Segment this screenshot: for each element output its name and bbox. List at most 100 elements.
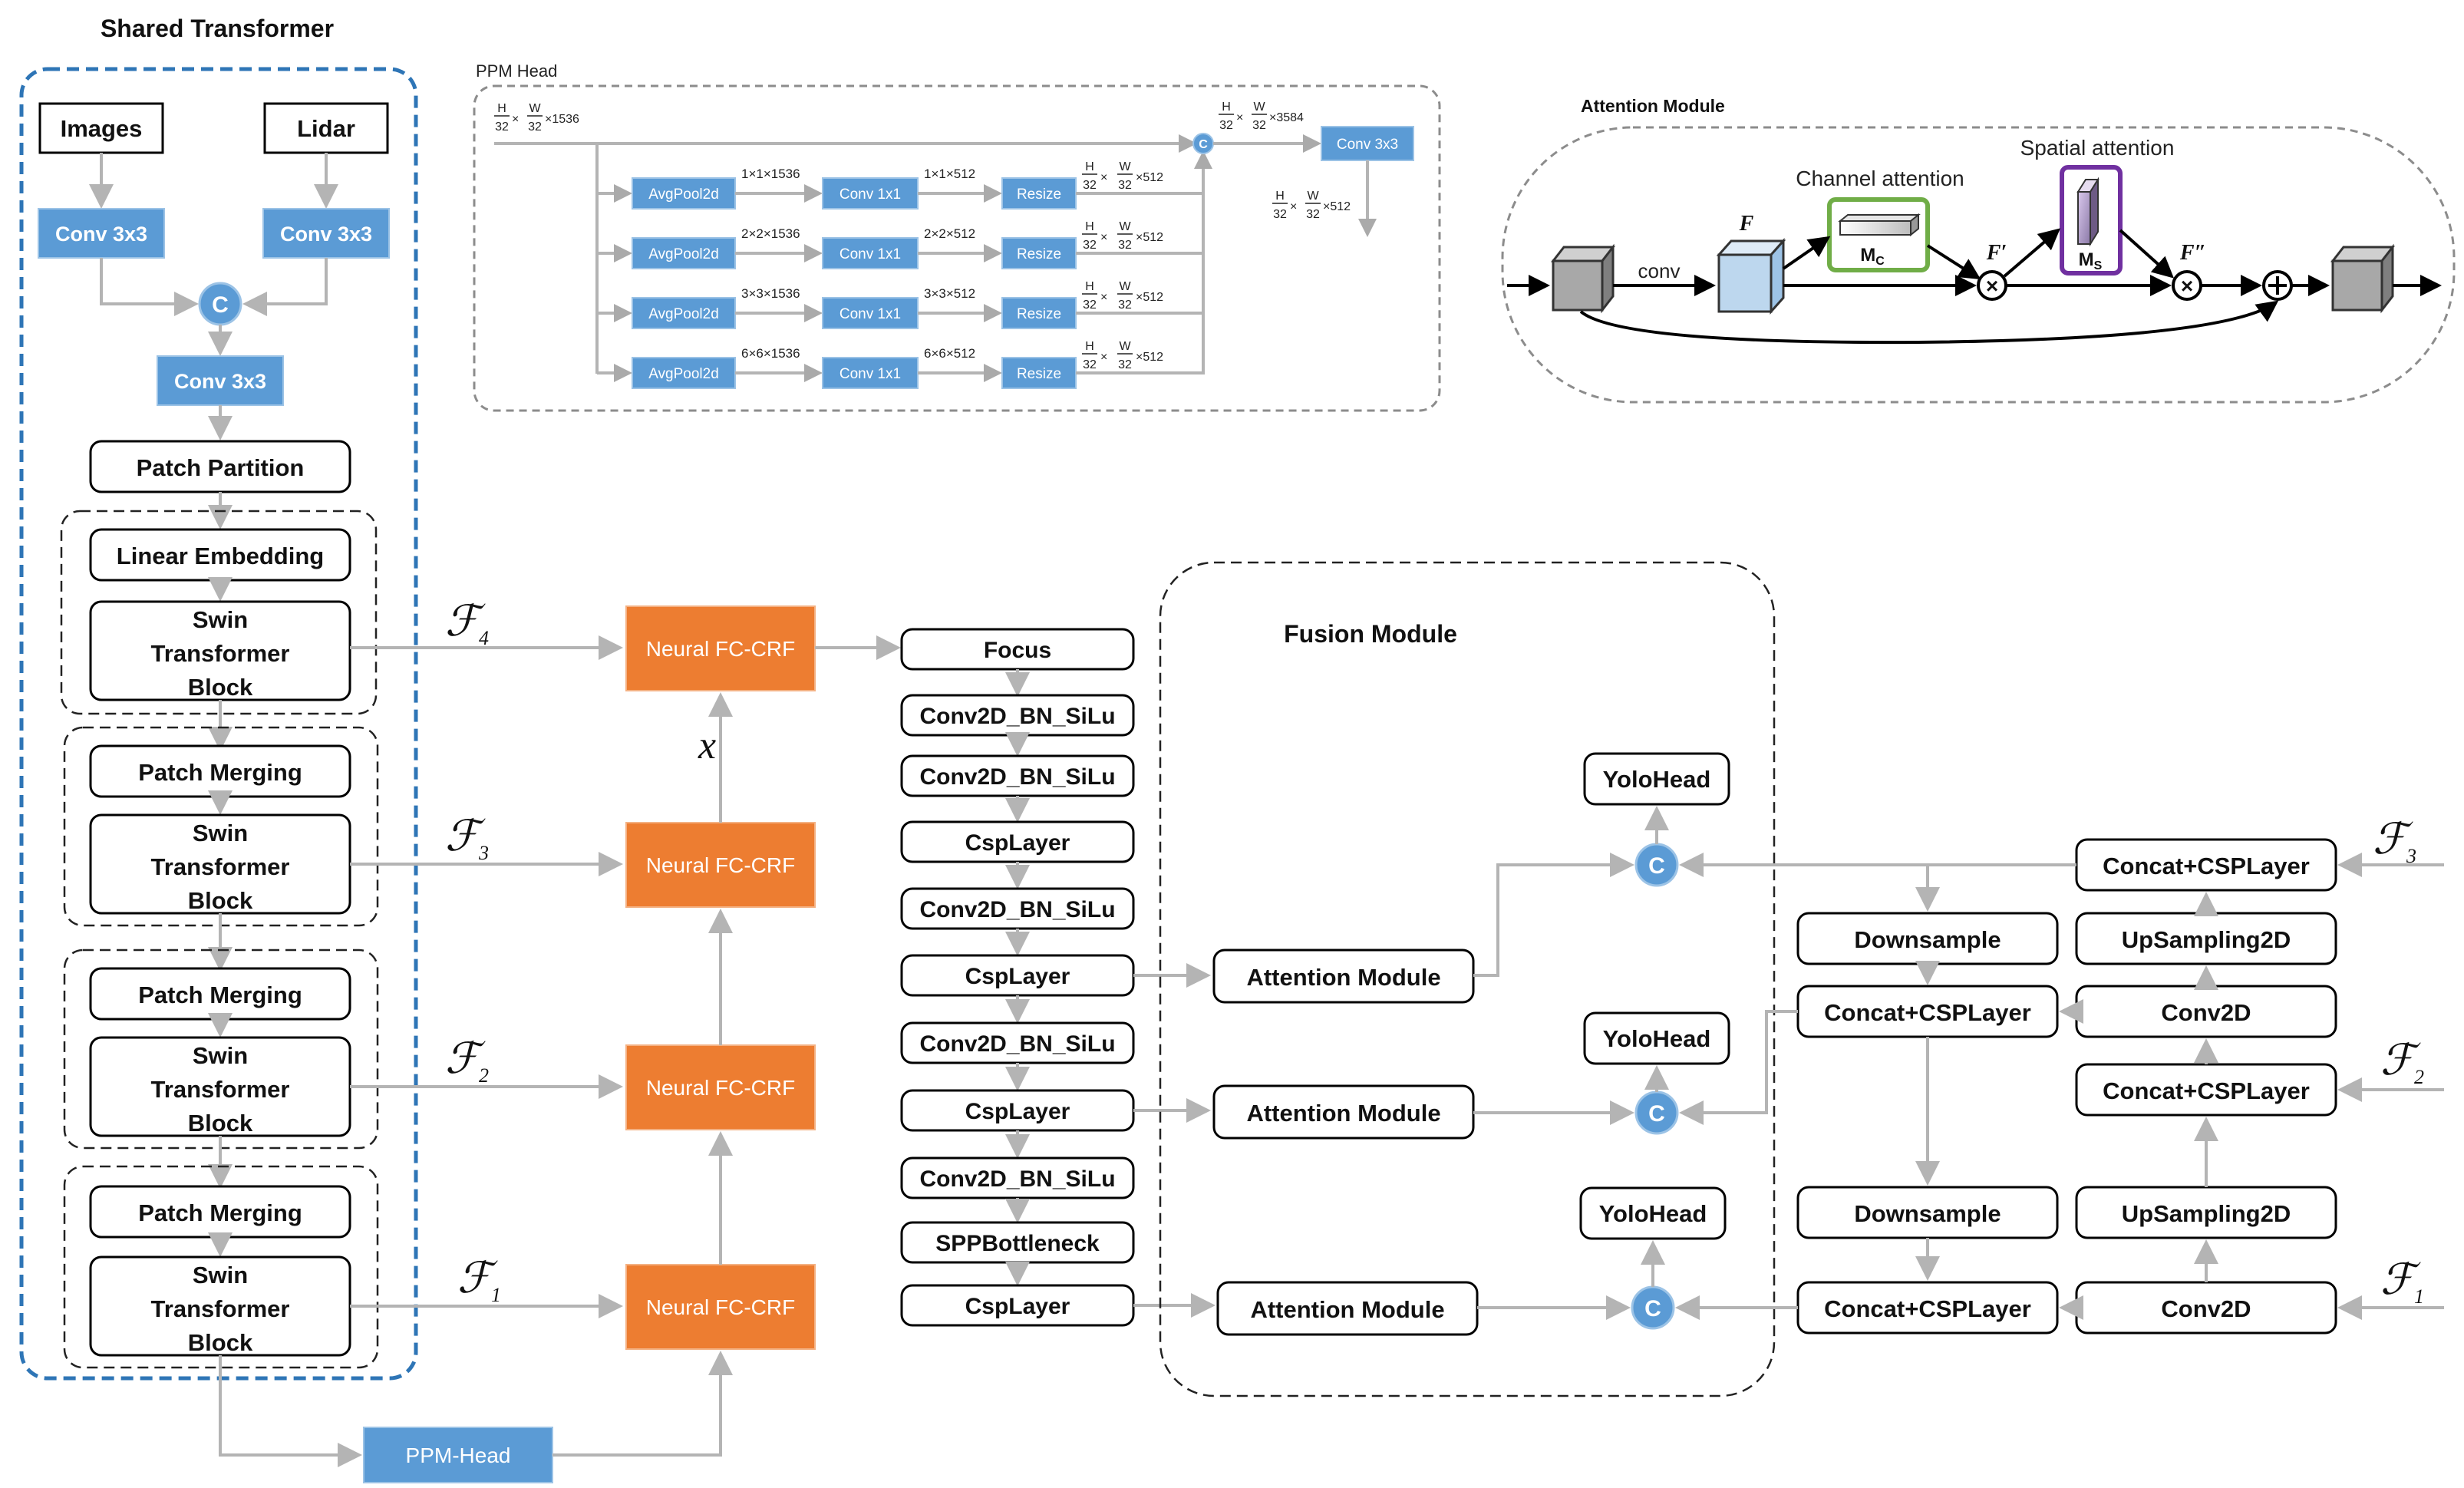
ppm-cat-times: × bbox=[1236, 111, 1243, 124]
linear-embedding-label: Linear Embedding bbox=[117, 543, 324, 569]
ppm-cat-dims: ×3584 bbox=[1269, 111, 1304, 124]
ppm-out-times: × bbox=[1290, 200, 1297, 213]
fusion-module-frame bbox=[1159, 561, 1776, 1397]
conv3x3-images-label: Conv 3x3 bbox=[55, 223, 147, 246]
ppm-resize-dim-h-3: H bbox=[1085, 280, 1094, 293]
stage-1-group bbox=[60, 510, 378, 715]
ppm-resize-4 bbox=[1001, 357, 1077, 389]
concat-csp-left-bottom-label: Concat+CSPLayer bbox=[1824, 1295, 2031, 1322]
swin-block-4-line2: Transformer bbox=[151, 1295, 290, 1322]
downsample-top-label: Downsample bbox=[1854, 926, 2001, 953]
ppm-resize-dim-w-den-1: 32 bbox=[1118, 179, 1132, 192]
ppm-head-frame bbox=[473, 84, 1441, 412]
lidar-input bbox=[263, 102, 389, 154]
ppm-conv-dim-4: 6×6×512 bbox=[924, 346, 975, 361]
ppm-conv1x1-1-label: Conv 1x1 bbox=[839, 186, 901, 203]
attention-detail-frame bbox=[1501, 126, 2456, 404]
ppm-resize-dim-val-1: ×512 bbox=[1136, 171, 1163, 184]
ppm-avgpool-1 bbox=[632, 177, 736, 210]
backbone-csp-1-label: CspLayer bbox=[965, 830, 1070, 856]
swin-block-3-line3: Block bbox=[188, 1110, 253, 1137]
ppm-in-w-den: 32 bbox=[528, 120, 542, 134]
fusion-module-title: Fusion Module bbox=[1284, 620, 1457, 648]
ppm-cat-w: W bbox=[1253, 101, 1265, 114]
concat-csp-left-top-label: Concat+CSPLayer bbox=[1824, 999, 2031, 1026]
feature-f1-sub: 1 bbox=[491, 1284, 501, 1306]
f-prime-label: F′ bbox=[1986, 241, 2007, 265]
swin-block-1-line1: Swin bbox=[193, 606, 248, 633]
yolohead-3-label: YoloHead bbox=[1599, 1200, 1707, 1227]
backbone-focus-label: Focus bbox=[984, 638, 1051, 663]
ppm-resize-dim-w-den-2: 32 bbox=[1118, 239, 1132, 252]
downsample-bottom-label: Downsample bbox=[1854, 1200, 2001, 1227]
crf-block-3-label: Neural FC-CRF bbox=[646, 853, 795, 877]
ppm-in-w: W bbox=[529, 102, 541, 115]
swin-block-2-line3: Block bbox=[188, 887, 253, 914]
images-input bbox=[38, 102, 164, 154]
feature-f4-sub: 4 bbox=[479, 627, 489, 649]
patch-merging-2-label: Patch Merging bbox=[138, 982, 302, 1008]
yolohead-3 bbox=[1579, 1186, 1727, 1240]
spatial-attention-label: Spatial attention bbox=[2020, 136, 2175, 160]
f-label: F bbox=[1739, 212, 1754, 236]
ppm-in-h: H bbox=[497, 102, 506, 115]
stage-4-group bbox=[63, 1165, 379, 1369]
neck: Concat+CSPLayer UpSampling2D Conv2D Conc… bbox=[1675, 816, 2444, 1335]
swin-block-4-line1: Swin bbox=[193, 1262, 248, 1288]
ppm-avgpool-2-label: AvgPool2d bbox=[648, 246, 719, 262]
neck-f2-sub: 2 bbox=[2414, 1066, 2424, 1088]
ms-label: MS bbox=[2079, 249, 2103, 272]
yolohead-2-label: YoloHead bbox=[1603, 1025, 1711, 1052]
ppm-in-dims: ×1536 bbox=[545, 113, 579, 126]
yolohead-2 bbox=[1583, 1011, 1730, 1065]
ppm-avgpool-1-label: AvgPool2d bbox=[648, 186, 719, 203]
ppm-resize-dim-times-1: × bbox=[1100, 171, 1107, 184]
ppm-concat-label: C bbox=[1199, 138, 1208, 151]
ppm-resize-3-label: Resize bbox=[1017, 306, 1061, 322]
backbone-conv-2-label: Conv2D_BN_SiLu bbox=[919, 764, 1115, 790]
ppm-resize-dim-w-1: W bbox=[1119, 160, 1131, 173]
feature-f1-label: ℱ1 bbox=[457, 1255, 501, 1306]
fusion-module: Fusion Module Attention Module Attention… bbox=[1159, 561, 1776, 1397]
ppm-conv1x1-4-label: Conv 1x1 bbox=[839, 366, 901, 382]
ppm-resize-1-label: Resize bbox=[1017, 186, 1061, 203]
ppm-cat-h: H bbox=[1222, 101, 1231, 114]
ppm-avgpool-4-label: AvgPool2d bbox=[648, 366, 719, 382]
multiply-node-1-sign: × bbox=[1986, 274, 1998, 298]
backbone-conv-4-label: Conv2D_BN_SiLu bbox=[919, 1031, 1115, 1057]
ppm-resize-2-label: Resize bbox=[1017, 246, 1061, 262]
concat-csp-right-top-label: Concat+CSPLayer bbox=[2103, 853, 2310, 879]
ppm-resize-dim-times-3: × bbox=[1100, 291, 1107, 304]
channel-attention-label: Channel attention bbox=[1796, 167, 1964, 190]
ppm-pool-dim-4: 6×6×1536 bbox=[741, 346, 800, 361]
attention-module-3-label: Attention Module bbox=[1250, 1296, 1444, 1323]
neck-f1-label: ℱ1 bbox=[2380, 1256, 2424, 1308]
ppm-avgpool-2 bbox=[632, 237, 736, 269]
mc-bar bbox=[1838, 213, 1921, 237]
ppm-conv-dim-3: 3×3×512 bbox=[924, 286, 975, 301]
ppm-pool-dim-1: 1×1×1536 bbox=[741, 167, 800, 181]
feature-f4-label: ℱ4 bbox=[445, 598, 489, 649]
ppm-resize-dim-h-den-3: 32 bbox=[1083, 299, 1097, 312]
ppm-out-w: W bbox=[1307, 190, 1319, 203]
f-double-prime-label: F″ bbox=[2179, 241, 2206, 265]
ppm-out-dims: ×512 bbox=[1323, 200, 1351, 213]
x-label: x bbox=[698, 724, 716, 767]
attention-module-detail: Attention Module conv F Channel attentio… bbox=[1501, 96, 2456, 404]
ppm-resize-dim-w-3: W bbox=[1119, 280, 1131, 293]
ppm-head-block-label: PPM-Head bbox=[406, 1443, 511, 1467]
backbone-csp-2-label: CspLayer bbox=[965, 964, 1070, 989]
feature-f3-sub: 3 bbox=[478, 842, 489, 864]
swin-block-3-line2: Transformer bbox=[151, 1076, 290, 1103]
conv-op-label: conv bbox=[1638, 259, 1681, 282]
ppm-avgpool-3-label: AvgPool2d bbox=[648, 306, 719, 322]
ppm-pool-dim-3: 3×3×1536 bbox=[741, 286, 800, 301]
conv2d-bottom-label: Conv2D bbox=[2161, 1295, 2251, 1322]
patch-partition-label: Patch Partition bbox=[137, 454, 305, 481]
ppm-resize-3 bbox=[1001, 297, 1077, 329]
ppm-resize-dim-w-4: W bbox=[1119, 340, 1131, 353]
ppm-resize-dim-h-4: H bbox=[1085, 340, 1094, 353]
crf-block-1-label: Neural FC-CRF bbox=[646, 1295, 795, 1319]
ppm-head-detail: PPM Head H 32 × W 32 ×1536 AvgPool2d 1×1… bbox=[473, 61, 1441, 412]
swin-block-3-line1: Swin bbox=[193, 1042, 248, 1069]
